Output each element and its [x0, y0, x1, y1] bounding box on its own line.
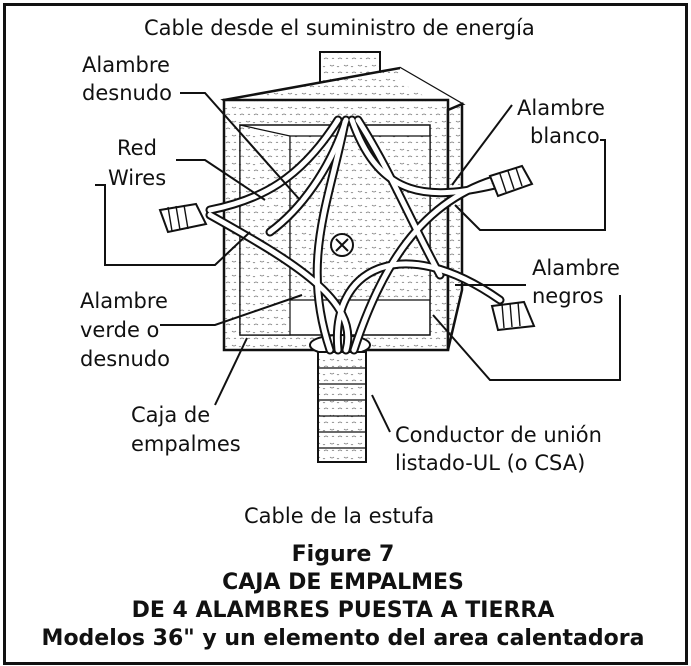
label-bottom-cable: Cable de la estufa	[244, 504, 434, 528]
label-red-wires-2: Wires	[108, 166, 166, 190]
label-conductor-2: listado-UL (o CSA)	[395, 451, 585, 475]
label-alambre-negros-2: negros	[532, 284, 604, 308]
caption-figure-number: Figure 7	[292, 542, 395, 567]
wire-nut-top-right	[488, 164, 534, 198]
wire-nut-left	[158, 202, 208, 234]
label-alambre-desnudo-2: desnudo	[82, 81, 172, 105]
label-caja-1: Caja de	[131, 403, 210, 427]
bottom-conduit	[317, 351, 367, 463]
label-verde-3: desnudo	[80, 347, 170, 371]
label-alambre-blanco-1: Alambre	[517, 96, 605, 120]
caption-title-line3: Modelos 36" y un elemento del area calen…	[42, 626, 645, 651]
caption-title-line1: CAJA DE EMPALMES	[222, 570, 464, 595]
wires-inner	[207, 117, 503, 353]
label-conductor-1: Conductor de unión	[395, 423, 602, 447]
label-alambre-blanco-2: blanco	[530, 124, 600, 148]
leader-lines	[95, 92, 621, 433]
label-verde-2: verde o	[80, 318, 159, 342]
label-red-wires-1: Red	[117, 136, 157, 160]
label-verde-1: Alambre	[80, 289, 168, 313]
label-caja-2: empalmes	[131, 432, 241, 456]
wire-nut-bottom-right	[490, 300, 536, 332]
label-alambre-desnudo-1: Alambre	[82, 53, 170, 77]
caption-title-line2: DE 4 ALAMBRES PUESTA A TIERRA	[132, 598, 555, 623]
label-top-cable: Cable desde el suministro de energía	[144, 16, 535, 40]
label-alambre-negros-1: Alambre	[532, 256, 620, 280]
